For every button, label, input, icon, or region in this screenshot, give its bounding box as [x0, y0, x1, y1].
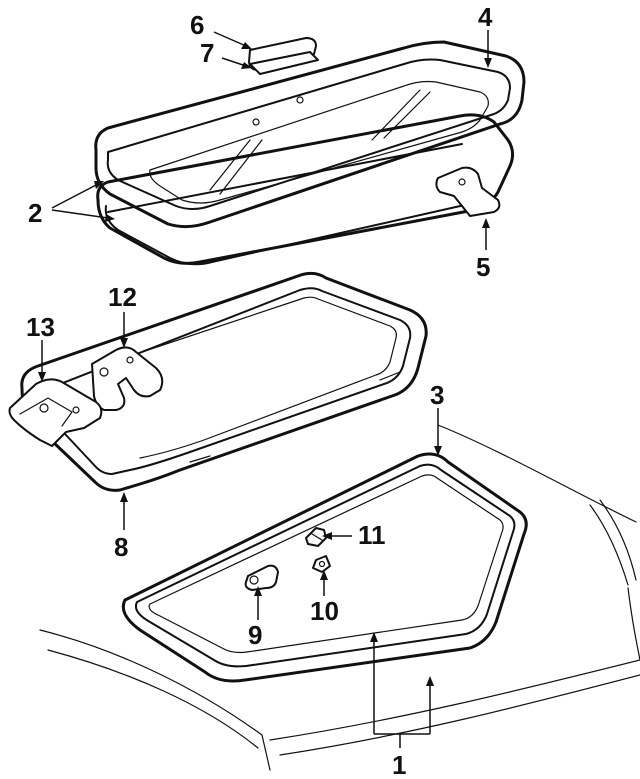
- pad-6-7-part: [248, 37, 319, 75]
- guide-frame: [20, 271, 428, 492]
- bracket-13-part: [8, 378, 103, 447]
- bolt-11-part: [305, 527, 327, 547]
- callouts: 6 7 4 2 5 12 13 3 8 11 9 10 1: [26, 2, 493, 779]
- callout-5: 5: [476, 252, 490, 282]
- callout-11: 11: [358, 520, 386, 550]
- bracket-12-part: [91, 346, 164, 411]
- roof-panel: [39, 424, 640, 771]
- callout-1: 1: [392, 750, 406, 779]
- callout-2: 2: [28, 198, 42, 228]
- callout-3: 3: [430, 380, 444, 410]
- bracket-5-part: [435, 166, 501, 217]
- callout-9: 9: [248, 620, 262, 650]
- callout-8: 8: [114, 532, 128, 562]
- callout-10: 10: [310, 596, 339, 626]
- callout-7: 7: [200, 38, 214, 68]
- callout-4: 4: [478, 2, 493, 32]
- callout-13: 13: [26, 312, 55, 342]
- nut-10-part: [312, 555, 331, 573]
- glass-panel-assembly: [94, 40, 526, 266]
- clip-9-part: [244, 564, 279, 591]
- leader-lines: [38, 30, 492, 748]
- callout-6: 6: [190, 10, 204, 40]
- callout-12: 12: [108, 282, 137, 312]
- roof-opening-frame: [121, 452, 528, 683]
